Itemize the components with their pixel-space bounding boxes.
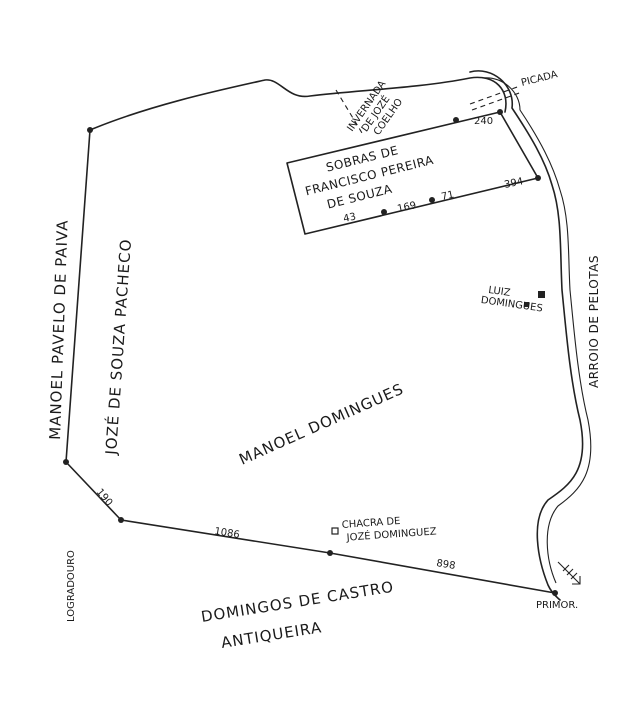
measure-71: 71 — [440, 190, 455, 203]
boundary-north — [90, 77, 506, 130]
river-arroio-pelotas — [470, 71, 583, 600]
label-picada: PICADA — [520, 69, 559, 89]
chacra-marker — [332, 528, 338, 534]
luiz-domingues-house — [538, 291, 545, 298]
label-luiz-domingues: LUIZ DOMINGUES — [480, 284, 545, 314]
label-manoel-domingues: MANOEL DOMINGUES — [236, 380, 406, 469]
label-domingos-castro: DOMINGOS DE CASTRO — [200, 578, 396, 626]
boundary-west — [66, 130, 555, 593]
svg-text:DOMINGUES: DOMINGUES — [480, 295, 543, 315]
measure-43: 43 — [342, 212, 357, 225]
measure-169: 169 — [396, 200, 417, 215]
sobras-parcel — [287, 112, 538, 234]
measure-898: 898 — [436, 558, 457, 572]
label-chacra: CHACRA DE JOZÉ DOMINGUEZ — [341, 513, 437, 544]
label-arroio: ARROIO DE PELOTAS — [587, 255, 601, 388]
picada-dashed-lines — [470, 86, 522, 110]
label-antiqueira: ANTIQUEIRA — [220, 618, 323, 652]
label-logradouro: LOGRADOURO — [66, 550, 77, 622]
label-manoel-pavelo: MANOEL PAVELO DE PAIVA — [46, 219, 72, 440]
label-sobras: SOBRAS DE FRANCISCO PEREIRA DE SOUZA — [299, 135, 439, 216]
measure-394: 394 — [503, 176, 524, 191]
river-arroio-pelotas-bank — [482, 78, 591, 583]
measure-240: 240 — [474, 116, 493, 127]
measure-1086: 1086 — [214, 526, 241, 541]
measure-190: 190 — [94, 487, 115, 509]
label-invernada: INVERNADA DE JOZÉ COELHO — [345, 79, 408, 148]
label-primor: PRIMOR. — [536, 600, 578, 611]
label-joze-souza-pacheco: JOZÉ DE SOUZA PACHECO — [101, 238, 135, 456]
north-arrow-icon — [558, 562, 580, 584]
